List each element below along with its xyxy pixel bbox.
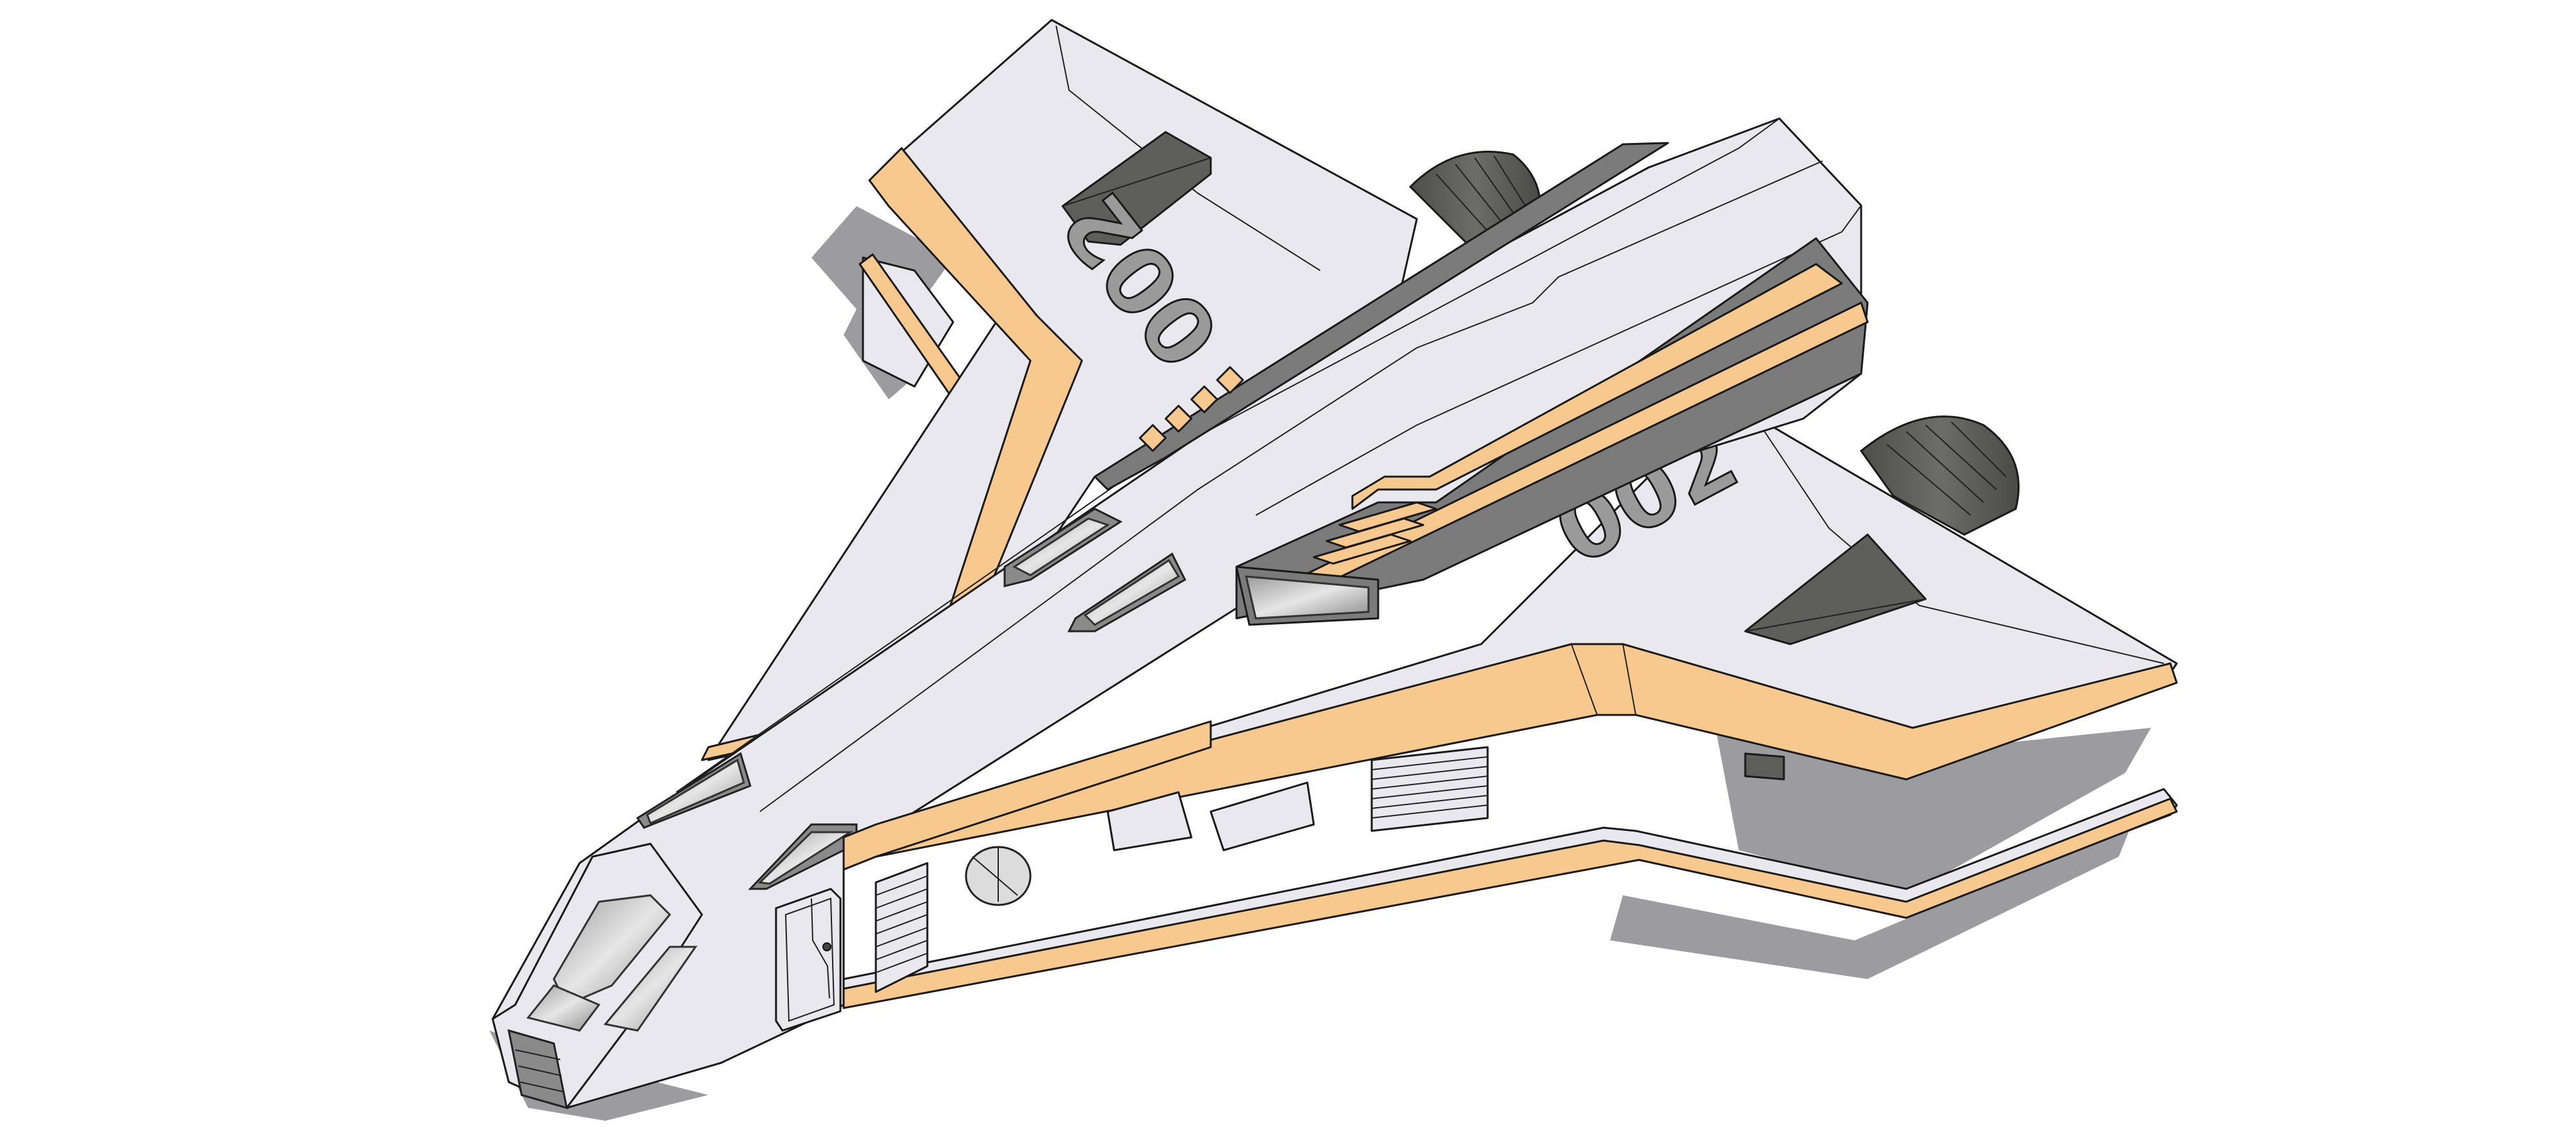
underside-vent-right (1370, 746, 1489, 832)
upper-window-row (1003, 508, 1186, 633)
cockpit-lower-glass (526, 984, 601, 1032)
dorsal-stripe-1 (1351, 263, 1843, 510)
underside-vent-left (875, 862, 929, 993)
upper-left-wing: 002 (701, 19, 1418, 761)
wing-sensor-box (1744, 752, 1785, 781)
underside-panels (1106, 781, 1315, 852)
cockpit-nose (491, 842, 703, 1110)
side-hatch-door (775, 888, 842, 1032)
rear-engine-right (1859, 415, 2020, 536)
dorsal-panel-bars (1312, 501, 1437, 565)
lower-right-wing (842, 788, 2178, 1009)
door-handle (822, 942, 831, 951)
fuselage (491, 117, 1869, 1110)
left-rail-hazard-stripes (1139, 366, 1244, 452)
right-wing-leading-edge-front (842, 720, 1212, 871)
underside-round-hatch (965, 846, 1032, 906)
nose-grille (507, 1029, 568, 1110)
lower-window-row (636, 752, 858, 890)
